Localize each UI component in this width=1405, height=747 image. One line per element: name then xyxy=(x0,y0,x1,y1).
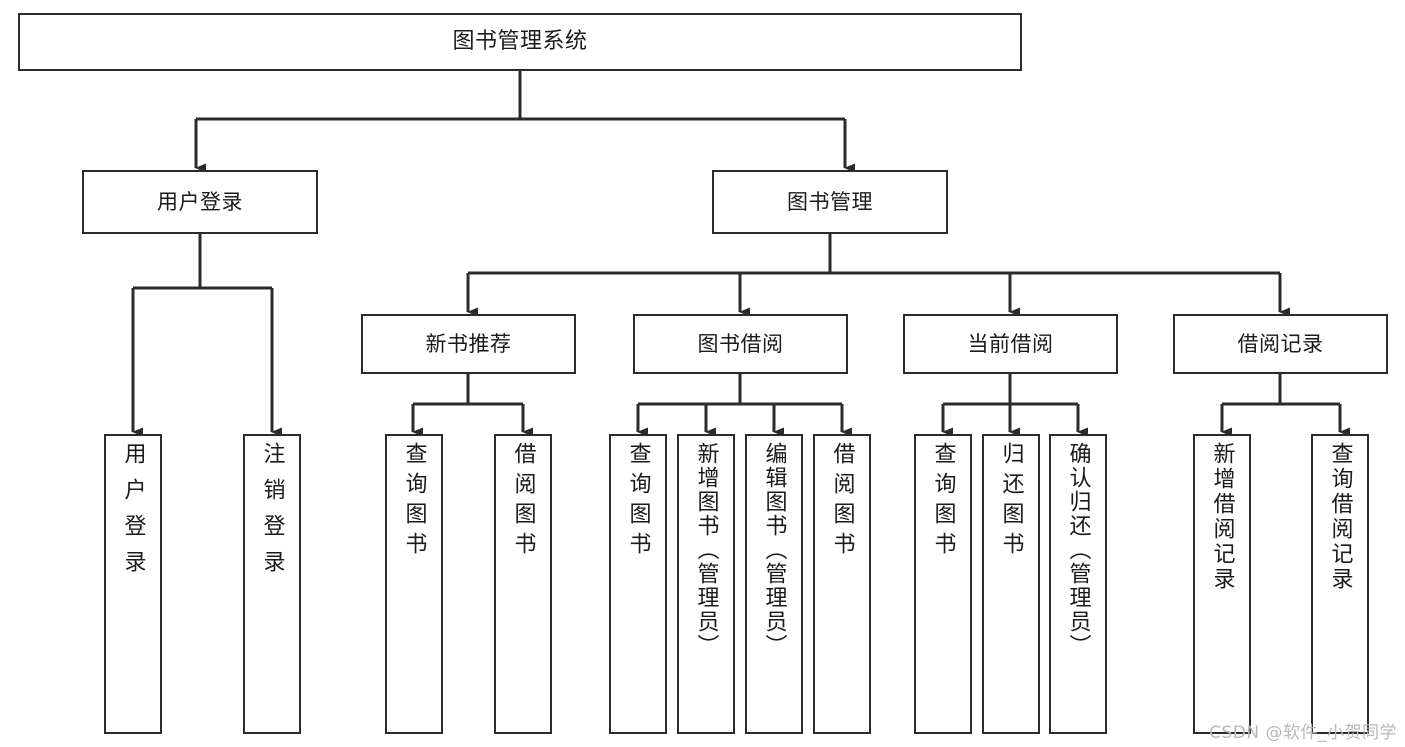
node-label: 图书借阅 xyxy=(697,331,784,356)
node-label: 用户登录 xyxy=(157,189,243,214)
leaf-nb-query-book[interactable]: 查询图书 xyxy=(385,434,443,734)
node-root-book-management-system[interactable]: 图书管理系统 xyxy=(18,13,1022,71)
leaf-cb-return-book[interactable]: 归还图书 xyxy=(982,434,1040,734)
node-label: 查询图书 xyxy=(930,442,956,562)
leaf-logout[interactable]: 注销登录 xyxy=(243,434,301,734)
node-book-management[interactable]: 图书管理 xyxy=(712,170,948,234)
leaf-cb-confirm-return-admin[interactable]: 确认归还（管理员） xyxy=(1049,434,1107,734)
node-label: 借阅图书 xyxy=(829,442,855,562)
node-label: 图书管理 xyxy=(787,189,873,214)
leaf-br-add-record[interactable]: 新增借阅记录 xyxy=(1193,434,1251,734)
leaf-nb-borrow-book[interactable]: 借阅图书 xyxy=(494,434,552,734)
leaf-br-query-record[interactable]: 查询借阅记录 xyxy=(1311,434,1369,734)
node-user-login[interactable]: 用户登录 xyxy=(82,170,318,234)
leaf-user-login[interactable]: 用户登录 xyxy=(104,434,162,734)
node-current-borrow[interactable]: 当前借阅 xyxy=(903,314,1118,374)
node-label: 确认归还（管理员） xyxy=(1065,442,1091,658)
leaf-bb-borrow-book[interactable]: 借阅图书 xyxy=(813,434,871,734)
leaf-cb-query-book[interactable]: 查询图书 xyxy=(914,434,972,734)
node-label: 新增图书（管理员） xyxy=(693,442,719,658)
csdn-watermark: CSDN @软件_小贺同学 xyxy=(1209,723,1397,743)
node-label: 新增借阅记录 xyxy=(1209,442,1235,592)
leaf-bb-query-book[interactable]: 查询图书 xyxy=(609,434,667,734)
node-label: 归还图书 xyxy=(998,442,1024,562)
node-label: 图书管理系统 xyxy=(452,29,588,55)
node-label: 当前借阅 xyxy=(967,331,1054,356)
node-label: 查询图书 xyxy=(625,442,651,562)
node-label: 新书推荐 xyxy=(425,331,512,356)
node-label: 注销登录 xyxy=(259,442,285,586)
node-label: 编辑图书（管理员） xyxy=(761,442,787,658)
node-label: 借阅记录 xyxy=(1237,331,1324,356)
node-book-borrow[interactable]: 图书借阅 xyxy=(633,314,848,374)
node-label: 查询图书 xyxy=(401,442,427,562)
node-label: 用户登录 xyxy=(120,442,146,586)
node-borrow-record[interactable]: 借阅记录 xyxy=(1173,314,1388,374)
node-label: 借阅图书 xyxy=(510,442,536,562)
node-new-book-recommend[interactable]: 新书推荐 xyxy=(361,314,576,374)
node-label: 查询借阅记录 xyxy=(1327,442,1353,592)
leaf-bb-add-book-admin[interactable]: 新增图书（管理员） xyxy=(677,434,735,734)
leaf-bb-edit-book-admin[interactable]: 编辑图书（管理员） xyxy=(745,434,803,734)
